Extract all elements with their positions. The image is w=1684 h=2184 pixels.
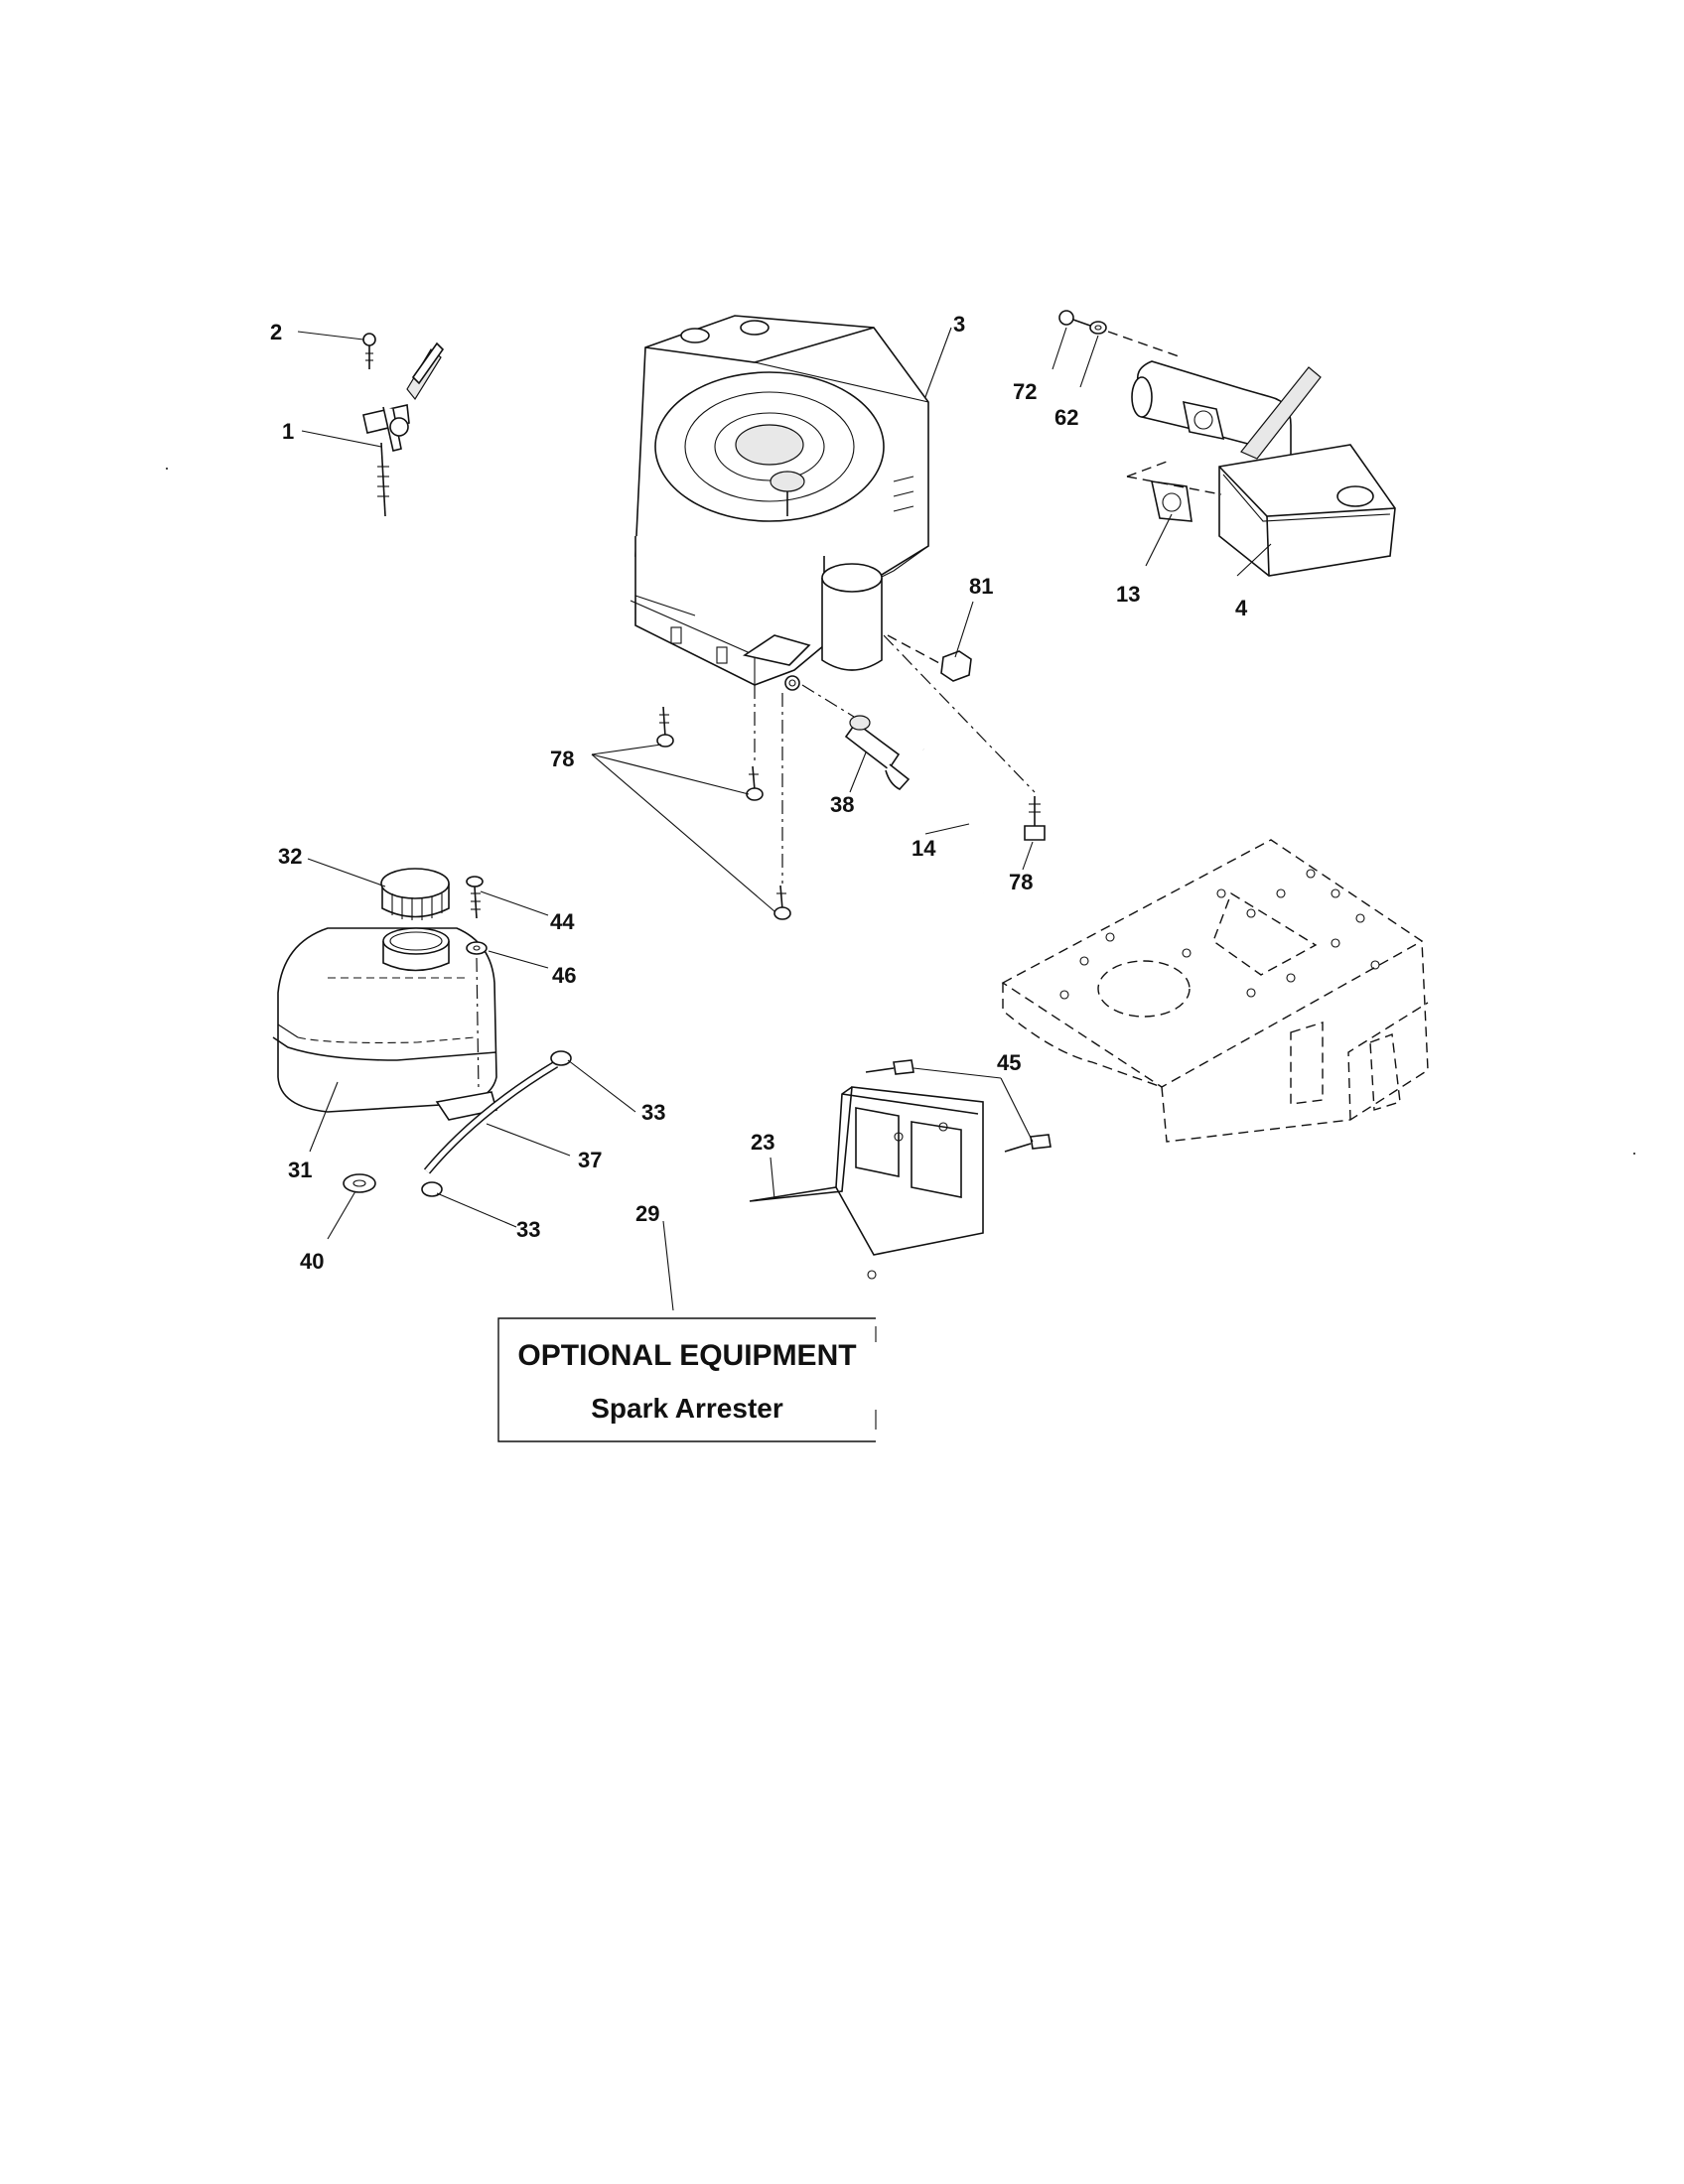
label-part-44: 44 (550, 909, 575, 934)
engine-part (630, 315, 929, 691)
fuel-line-part (343, 1050, 572, 1197)
label-part-1: 1 (282, 419, 294, 444)
label-part-14: 14 (912, 836, 936, 861)
label-part-81: 81 (969, 574, 993, 599)
fuel-tank-part (272, 868, 497, 1121)
leader-lines (297, 327, 1272, 1311)
label-part-31: 31 (288, 1158, 312, 1182)
label-part-45: 45 (997, 1050, 1021, 1075)
label-part-13: 13 (1116, 582, 1140, 607)
part-labels: 2 1 3 72 62 13 4 81 78 38 14 78 32 44 46… (270, 312, 1248, 1274)
label-part-3: 3 (953, 312, 965, 337)
label-part-40: 40 (300, 1249, 324, 1274)
muffler-part (1058, 310, 1396, 577)
label-part-72: 72 (1013, 379, 1037, 404)
label-part-23: 23 (751, 1130, 774, 1155)
label-part-78-right: 78 (1009, 870, 1033, 894)
label-part-78-left: 78 (550, 747, 574, 771)
label-part-38: 38 (830, 792, 854, 817)
chassis-outline (1001, 839, 1429, 1143)
label-part-37: 37 (578, 1148, 602, 1172)
label-part-2: 2 (270, 320, 282, 344)
label-part-62: 62 (1054, 405, 1078, 430)
mounting-hardware (656, 634, 1046, 920)
optional-equipment-box: OPTIONAL EQUIPMENT Spark Arrester (497, 1317, 877, 1442)
label-part-33-bottom: 33 (516, 1217, 540, 1242)
label-part-33-top: 33 (641, 1100, 665, 1125)
label-part-4: 4 (1235, 596, 1248, 620)
spark-arrester-label: Spark Arrester (591, 1393, 783, 1424)
optional-equipment-title: OPTIONAL EQUIPMENT (517, 1339, 856, 1372)
label-part-46: 46 (552, 963, 576, 988)
label-part-32: 32 (278, 844, 302, 869)
shield-part (749, 1059, 1052, 1280)
label-part-29: 29 (635, 1201, 659, 1226)
throttle-control-part (362, 333, 445, 517)
